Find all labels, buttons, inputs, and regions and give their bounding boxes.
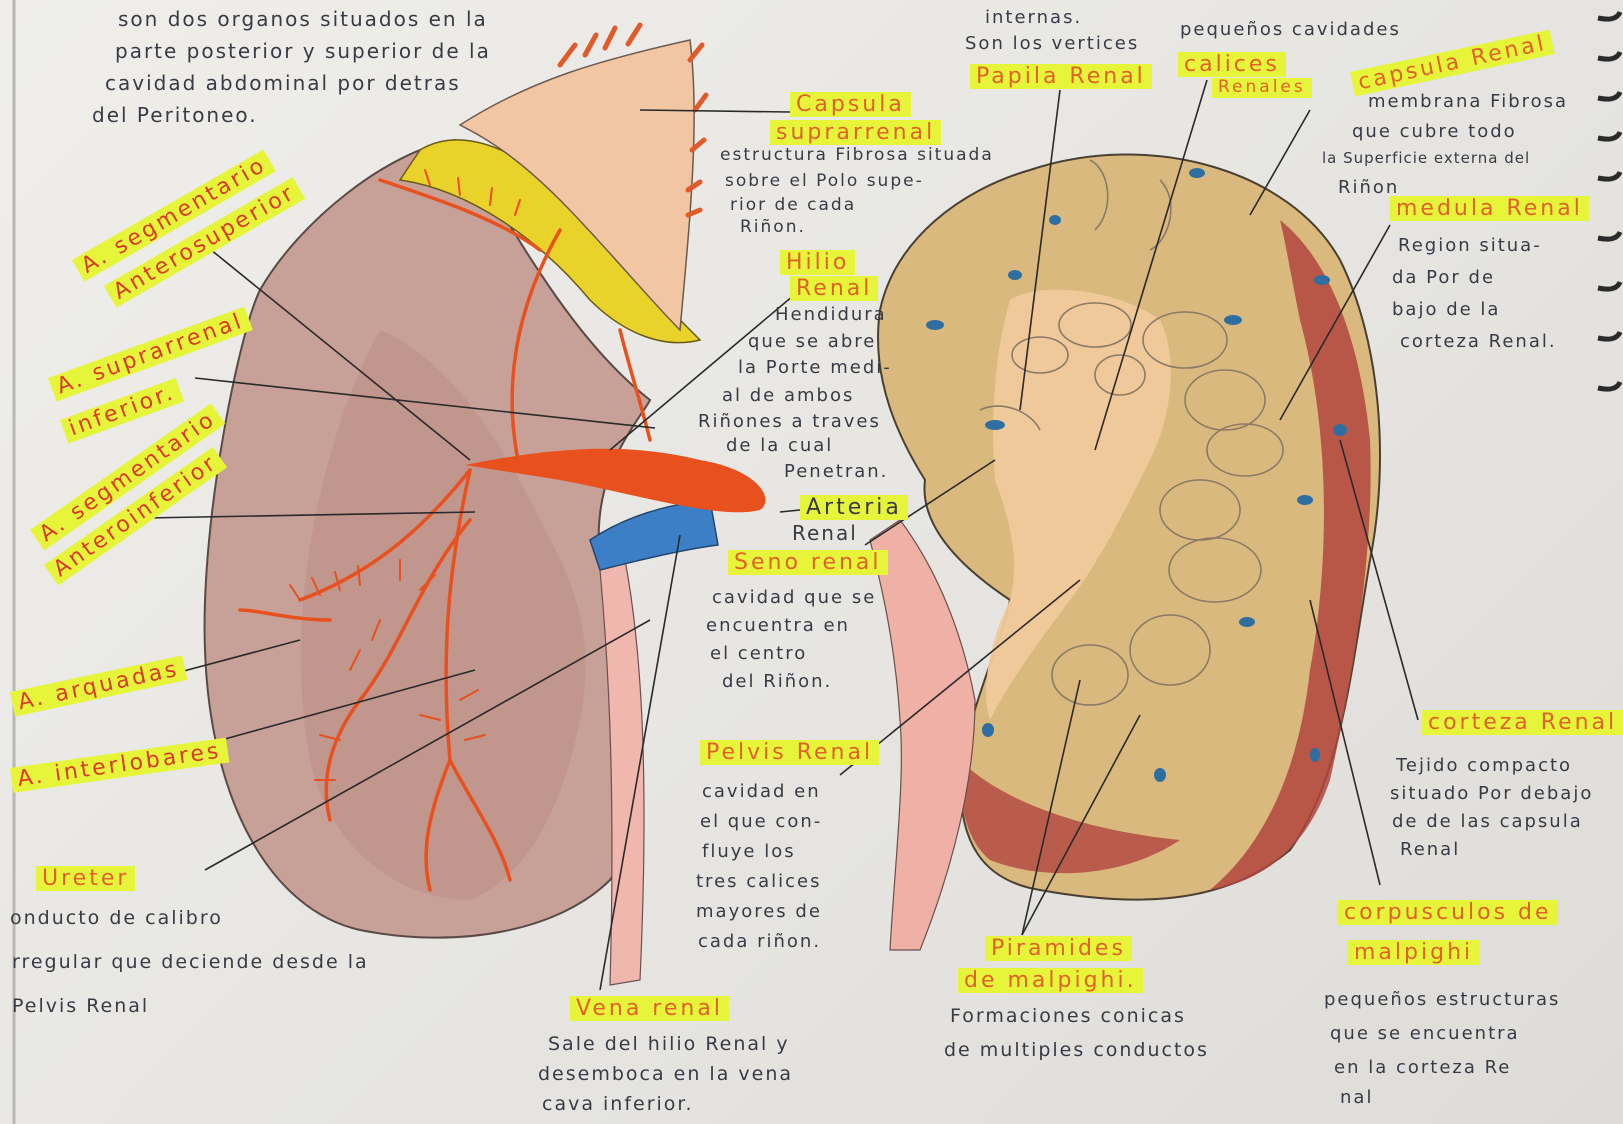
label-seno-renal: Seno renal bbox=[728, 550, 888, 575]
label-piramides-1: Piramides bbox=[985, 936, 1132, 961]
desc-seno-renal-1: cavidad que se bbox=[712, 588, 876, 608]
label-calices-1: calices bbox=[1178, 52, 1286, 77]
label-medula-renal: medula Renal bbox=[1390, 196, 1589, 221]
desc-medula-renal-2: da Por de bbox=[1392, 268, 1495, 288]
desc-piramides-2: de multiples conductos bbox=[944, 1040, 1209, 1061]
label-corteza-renal: corteza Renal bbox=[1422, 710, 1623, 735]
label-hilio-renal-1: Hilio bbox=[780, 250, 855, 275]
label-calices-2: Renales bbox=[1212, 78, 1312, 98]
label-corpusculos-2: malpighi bbox=[1348, 940, 1479, 965]
desc-seno-renal-3: el centro bbox=[710, 644, 807, 664]
label-ureter: Ureter bbox=[36, 866, 135, 891]
desc-corpusculos-2: que se encuentra bbox=[1330, 1024, 1520, 1044]
desc-corpusculos-1: pequeños estructuras bbox=[1324, 990, 1560, 1010]
desc-capsula-renal-2: que cubre todo bbox=[1352, 122, 1517, 142]
desc-pelvis-renal-5: mayores de bbox=[696, 902, 822, 922]
desc-hilio-renal-6: de la cual bbox=[726, 436, 833, 456]
intro-line-1: son dos organos situados en la bbox=[118, 8, 488, 30]
desc-pelvis-renal-3: fluye los bbox=[702, 842, 796, 862]
desc-hilio-renal-3: la Porte medi- bbox=[738, 358, 892, 378]
desc-hilio-renal-7: Penetran. bbox=[784, 462, 888, 482]
desc-pelvis-renal-6: cada riñon. bbox=[698, 932, 821, 952]
label-vena-renal: Vena renal bbox=[570, 996, 729, 1021]
label-arteria-renal-2: Renal bbox=[792, 522, 858, 544]
label-pelvis-renal: Pelvis Renal bbox=[700, 740, 879, 765]
desc-corpusculos-4: nal bbox=[1340, 1088, 1373, 1108]
desc-piramides-1: Formaciones conicas bbox=[950, 1006, 1186, 1027]
label-piramides-2: de malpighi. bbox=[958, 968, 1143, 993]
desc-ureter-2: rregular que deciende desde la bbox=[12, 952, 369, 973]
desc-seno-renal-2: encuentra en bbox=[706, 616, 850, 636]
label-capsula-suprarrenal-1: Capsula bbox=[790, 92, 911, 117]
label-arteria-renal-1: Arteria bbox=[800, 495, 908, 520]
left-kidney-external bbox=[205, 25, 766, 985]
desc-capsula-suprarrenal-3: rior de cada bbox=[730, 196, 856, 215]
desc-hilio-renal-2: que se abre bbox=[748, 332, 876, 352]
desc-vena-renal-1: Sale del hilio Renal y bbox=[548, 1034, 790, 1055]
desc-vena-renal-2: desemboca en la vena bbox=[538, 1064, 793, 1085]
desc-capsula-suprarrenal-1: estructura Fibrosa situada bbox=[720, 146, 994, 165]
desc-ureter-3: Pelvis Renal bbox=[12, 996, 149, 1017]
desc-pelvis-renal-2: el que con- bbox=[700, 812, 822, 832]
desc-medula-renal-3: bajo de la bbox=[1392, 300, 1500, 320]
intro-line-2: parte posterior y superior de la bbox=[115, 40, 491, 62]
desc-corteza-renal-2: situado Por debajo bbox=[1390, 784, 1593, 804]
desc-ureter-1: onducto de calibro bbox=[10, 908, 223, 929]
desc-hilio-renal-5: Riñones a traves bbox=[698, 412, 881, 432]
desc-corteza-renal-1: Tejido compacto bbox=[1396, 756, 1572, 776]
intro-line-3: cavidad abdominal por detras bbox=[105, 72, 461, 94]
calices-top: pequeños cavidades bbox=[1180, 20, 1401, 40]
desc-hilio-renal-1: Hendidura bbox=[775, 305, 887, 325]
desc-capsula-renal-4: Riñon bbox=[1338, 178, 1399, 198]
desc-capsula-renal-1: membrana Fibrosa bbox=[1368, 92, 1568, 112]
label-papila-renal: Papila Renal bbox=[970, 64, 1152, 89]
renal-vein bbox=[590, 500, 718, 570]
desc-hilio-renal-4: al de ambos bbox=[722, 386, 854, 406]
papila-top-1: internas. bbox=[985, 8, 1082, 28]
desc-vena-renal-3: cava inferior. bbox=[542, 1094, 694, 1115]
desc-medula-renal-4: corteza Renal. bbox=[1400, 332, 1557, 352]
desc-corpusculos-3: en la corteza Re bbox=[1334, 1058, 1511, 1078]
label-hilio-renal-2: Renal bbox=[790, 276, 878, 301]
desc-pelvis-renal-4: tres calices bbox=[696, 872, 822, 892]
papila-top-2: Son los vertices bbox=[965, 34, 1139, 54]
intro-line-4: del Peritoneo. bbox=[92, 104, 258, 126]
desc-capsula-renal-3: la Superficie externa del bbox=[1322, 150, 1530, 167]
desc-capsula-suprarrenal-4: Riñon. bbox=[740, 218, 806, 237]
desc-corteza-renal-3: de de las capsula bbox=[1392, 812, 1583, 832]
right-kidney-section bbox=[870, 154, 1380, 950]
desc-corteza-renal-4: Renal bbox=[1400, 840, 1460, 860]
desc-pelvis-renal-1: cavidad en bbox=[702, 782, 821, 802]
spiral-binding bbox=[1598, 12, 1620, 389]
desc-medula-renal-1: Region situa- bbox=[1398, 236, 1542, 256]
label-corpusculos-1: corpusculos de bbox=[1338, 900, 1558, 925]
desc-capsula-suprarrenal-2: sobre el Polo supe- bbox=[725, 172, 924, 191]
label-capsula-suprarrenal-2: suprarrenal bbox=[770, 120, 941, 145]
desc-seno-renal-4: del Riñon. bbox=[722, 672, 832, 692]
